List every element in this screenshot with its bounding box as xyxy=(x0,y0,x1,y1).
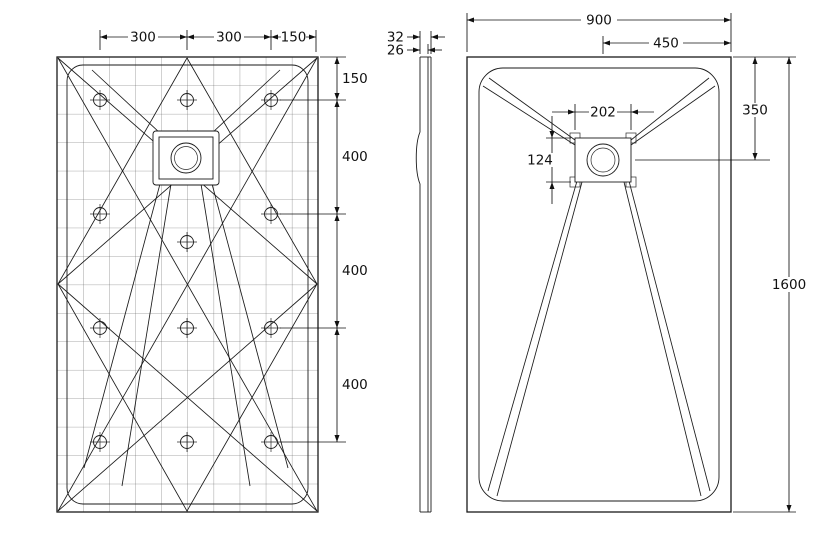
bottom-view-top-dimensions: 300 300 150 xyxy=(99,30,317,52)
bottom-view-right-dimensions: 150 400 400 400 xyxy=(280,56,368,443)
dim-bottom-right-400-3: 400 xyxy=(342,377,368,393)
side-view-dimensions: 32 26 xyxy=(387,30,445,59)
dim-bottom-right-400-1: 400 xyxy=(342,149,368,165)
side-profile-left-edge xyxy=(415,57,421,512)
dim-top-1600: 1600 xyxy=(772,277,806,293)
bottom-view-bracing xyxy=(57,57,318,512)
top-view-inner-edge xyxy=(478,67,720,502)
dim-top-202: 202 xyxy=(590,105,616,121)
mounting-boss xyxy=(90,90,110,110)
mounting-boss xyxy=(261,90,281,110)
mounting-boss xyxy=(177,318,197,338)
dim-side-26: 26 xyxy=(387,43,404,59)
dim-side-32: 32 xyxy=(387,30,404,46)
side-view xyxy=(415,56,432,513)
dim-top-900: 900 xyxy=(586,13,612,29)
mounting-boss xyxy=(177,232,197,252)
mounting-boss xyxy=(177,432,197,452)
mounting-boss xyxy=(177,90,197,110)
dim-bottom-right-400-2: 400 xyxy=(342,263,368,279)
mounting-boss xyxy=(261,318,281,338)
dim-top-124: 124 xyxy=(527,153,553,169)
mounting-boss xyxy=(261,204,281,224)
dim-bottom-top-300-2: 300 xyxy=(216,30,242,46)
mounting-boss xyxy=(261,432,281,452)
dim-bottom-right-150: 150 xyxy=(342,71,368,87)
mounting-boss xyxy=(90,204,110,224)
mounting-boss xyxy=(90,432,110,452)
dim-top-450: 450 xyxy=(653,36,679,52)
top-view-outline xyxy=(466,56,732,513)
drain-top-view xyxy=(569,132,637,188)
bottom-view-inner-edge xyxy=(66,64,309,505)
mounting-bosses xyxy=(90,90,281,452)
drain-bottom-view xyxy=(152,130,220,186)
top-view xyxy=(466,56,732,513)
dim-bottom-top-300-1: 300 xyxy=(130,30,156,46)
top-view-slope-lines xyxy=(482,77,716,497)
dim-bottom-top-150: 150 xyxy=(281,30,307,46)
bottom-view xyxy=(56,56,319,513)
bottom-view-outline xyxy=(56,56,319,513)
mounting-boss xyxy=(90,318,110,338)
dim-top-350: 350 xyxy=(742,103,768,119)
top-view-dimensions: 900 450 350 1600 202 124 xyxy=(466,13,809,513)
